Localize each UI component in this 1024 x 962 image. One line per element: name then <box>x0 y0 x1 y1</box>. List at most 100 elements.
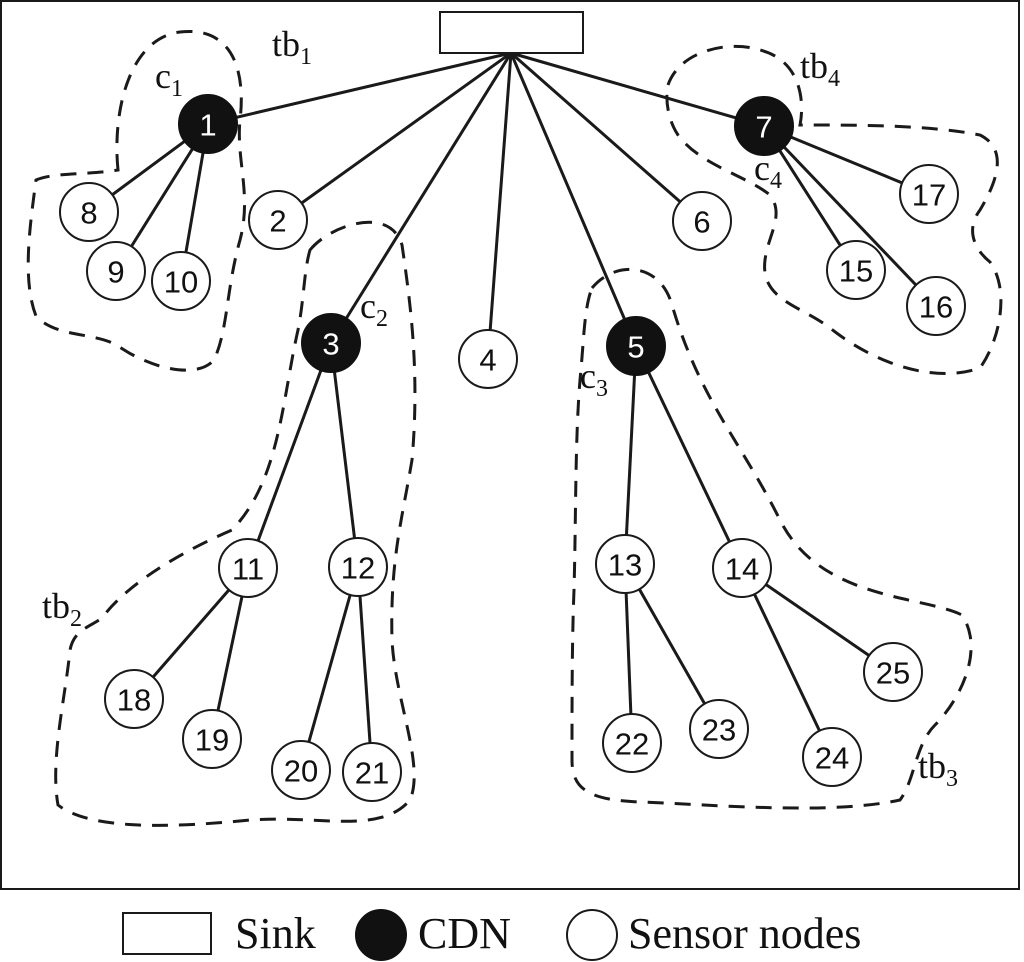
node-21: 21 <box>342 742 402 802</box>
node-label-15: 15 <box>839 254 873 289</box>
node-11: 11 <box>218 538 278 598</box>
sensor-node-circle <box>826 240 886 300</box>
legend-sensor-label: Sensor nodes <box>628 909 861 958</box>
sensor-node-circle <box>271 740 331 800</box>
edge-5-14 <box>634 345 744 569</box>
node-label-13: 13 <box>608 548 642 583</box>
node-3: 3 <box>301 313 361 373</box>
node-13: 13 <box>595 534 655 594</box>
node-12: 12 <box>328 537 388 597</box>
node-label-14: 14 <box>725 552 759 587</box>
region-tb3 <box>570 267 973 810</box>
sensor-node-circle <box>104 669 164 729</box>
node-16: 16 <box>906 276 966 336</box>
node-20: 20 <box>271 740 331 800</box>
edge-3-11 <box>246 342 333 569</box>
edge-sink-6 <box>510 51 703 223</box>
edge-13-23 <box>623 563 721 730</box>
sensor-node-circle <box>59 182 119 242</box>
edge-sink-4 <box>486 52 513 360</box>
cluster-label-c1: c1 <box>155 56 183 102</box>
cluster-label-c4: c4 <box>754 148 782 194</box>
node-19: 19 <box>182 709 242 769</box>
node-1: 1 <box>178 94 238 154</box>
region-tb1 <box>26 29 246 372</box>
node-label-18: 18 <box>117 683 151 718</box>
node-label-7: 7 <box>755 110 772 145</box>
node-label-21: 21 <box>355 756 389 791</box>
legend-cdn-swatch <box>355 909 407 961</box>
node-label-3: 3 <box>322 327 339 362</box>
node-label-6: 6 <box>693 205 710 240</box>
node-9: 9 <box>86 241 146 301</box>
node-label-10: 10 <box>164 265 198 300</box>
region-label-tb1: tb1 <box>272 24 312 70</box>
legend: Sink CDN Sensor nodes <box>122 909 861 961</box>
node-label-17: 17 <box>912 178 946 213</box>
node-label-25: 25 <box>876 656 910 691</box>
node-22: 22 <box>602 713 662 773</box>
cluster-label-c3: c3 <box>580 356 608 402</box>
region-label-tb4: tb4 <box>800 46 840 92</box>
node-label-11: 11 <box>232 552 264 587</box>
node-4: 4 <box>458 329 518 389</box>
node-23: 23 <box>689 699 749 759</box>
sensor-node-circle <box>151 251 211 311</box>
cluster-label-c2: c2 <box>360 286 388 332</box>
node-18: 18 <box>104 669 164 729</box>
node-label-9: 9 <box>107 255 124 290</box>
edge-sink-5 <box>509 52 638 347</box>
node-label-2: 2 <box>269 204 286 239</box>
sensor-node-circle <box>802 727 862 787</box>
sensor-node-circle <box>248 190 308 250</box>
node-label-1: 1 <box>199 108 216 143</box>
edge-3-12 <box>329 342 360 568</box>
node-17: 17 <box>899 164 959 224</box>
sensor-node-circle <box>342 742 402 802</box>
sensor-node-circle <box>218 538 278 598</box>
region-tb4 <box>665 44 1003 375</box>
node-7: 7 <box>734 96 794 156</box>
legend-cdn-label: CDN <box>418 909 511 958</box>
edge-14-25 <box>741 566 894 674</box>
sensor-node-circle <box>672 191 732 251</box>
node-label-12: 12 <box>341 551 375 586</box>
legend-sensor-swatch <box>566 909 618 961</box>
edge-sink-7 <box>510 51 765 128</box>
region-label-tb2: tb2 <box>42 586 82 632</box>
cdn-node-circle <box>301 313 361 373</box>
node-15: 15 <box>826 240 886 300</box>
node-8: 8 <box>59 182 119 242</box>
sensor-node-circle <box>689 699 749 759</box>
sensor-node-circle <box>602 713 662 773</box>
legend-sink-swatch <box>122 912 212 955</box>
node-2: 2 <box>248 190 308 250</box>
node-label-22: 22 <box>615 727 649 762</box>
edge-sink-2 <box>277 51 512 222</box>
node-label-19: 19 <box>195 723 229 758</box>
sensor-node-circle <box>712 538 772 598</box>
cdn-node-circle <box>734 96 794 156</box>
node-24: 24 <box>802 727 862 787</box>
edge-14-24 <box>740 567 834 758</box>
sensor-node-circle <box>328 537 388 597</box>
sensor-node-circle <box>458 329 518 389</box>
sensor-node-circle <box>899 164 959 224</box>
node-label-23: 23 <box>702 713 736 748</box>
node-label-24: 24 <box>815 741 849 776</box>
region-tb2 <box>54 220 417 827</box>
node-14: 14 <box>712 538 772 598</box>
node-6: 6 <box>672 191 732 251</box>
sensor-node-circle <box>863 642 923 702</box>
node-label-20: 20 <box>284 754 318 789</box>
sensor-node-circle <box>182 709 242 769</box>
node-label-16: 16 <box>919 290 953 325</box>
node-label-5: 5 <box>627 330 644 365</box>
edge-7-16 <box>762 124 938 308</box>
edge-5-13 <box>623 345 638 565</box>
sink-node <box>439 11 584 54</box>
edge-sink-3 <box>329 52 513 344</box>
cdn-node-circle <box>178 94 238 154</box>
